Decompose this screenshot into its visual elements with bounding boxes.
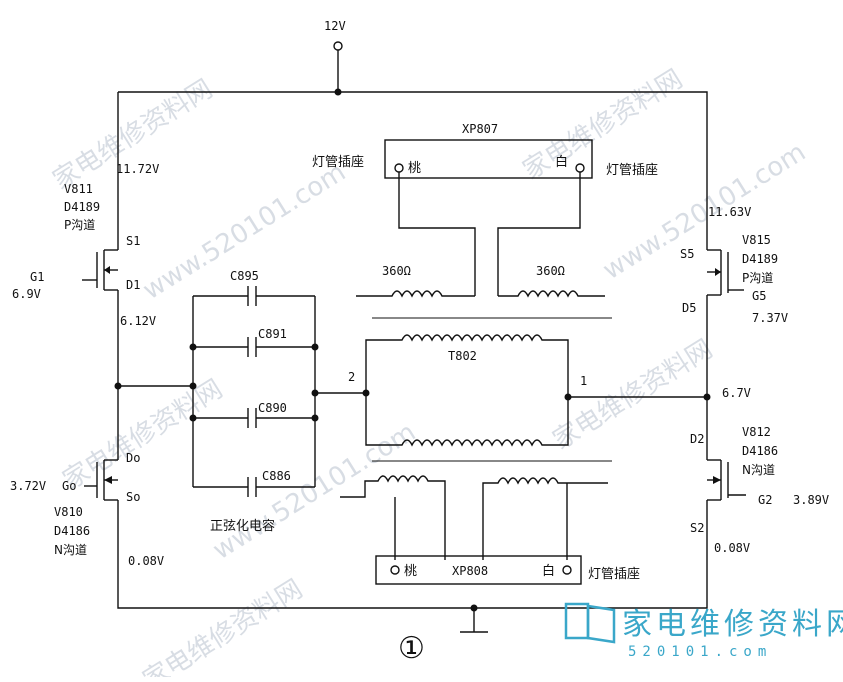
pin-label: S1 [126,234,140,248]
mosfet-v815 [707,249,744,296]
pin-label: S2 [690,521,704,535]
transformer-label: T802 [448,349,477,363]
part-number: D4186 [54,524,90,538]
resistance-label: 360Ω [382,264,411,278]
winding [498,290,605,298]
bottom-rail [117,500,708,609]
channel-type: P沟道 [64,218,95,232]
voltage-label: 7.37V [752,311,788,325]
capacitor-bank [189,286,319,497]
mosfet-v812 [707,459,746,501]
part-label: V810 [54,505,83,519]
figure-number: ① [398,631,425,666]
winding [356,290,475,298]
voltage-label: 11.72V [116,162,159,176]
logo-text: 家电维修资料网 [622,607,843,642]
terminal-label: 桃 [408,161,421,176]
winding [340,475,446,560]
connector-label: XP808 [452,564,488,578]
channel-type: P沟道 [742,271,773,285]
site-logo: 家电维修资料网 520101.com [564,602,843,660]
supply-terminal [333,41,343,51]
watermark-url: www.520101.com [138,157,351,306]
watermark-group: 家电维修资料网 www.520101.com 家电维修资料网 www.52010… [48,64,811,682]
caps-caption: 正弦化电容 [210,518,275,534]
connector-xp808 [375,555,582,585]
terminal-label: 白 [542,563,555,579]
pin-label: S5 [680,247,694,261]
voltage-label: 6.9V [12,287,41,301]
voltage-label: 0.08V [714,541,750,555]
transformer-t802 [365,317,612,462]
part-number: D4186 [742,444,778,458]
voltage-label: 6.7V [722,386,751,400]
voltage-label: 6.12V [120,314,156,328]
top-rail [118,91,708,250]
mosfet-v811 [82,249,118,291]
voltage-label: 11.63V [708,205,751,219]
voltage-label: 0.08V [128,554,164,568]
watermark-url: www.520101.com [598,137,811,286]
part-label: V815 [742,233,771,247]
pin-label: G5 [752,289,766,303]
connector-label: XP807 [462,122,498,136]
pin-label: D1 [126,278,140,292]
logo-url: 520101.com [628,644,772,660]
part-number: D4189 [742,252,778,266]
pin-label: So [126,490,140,504]
pin-label: Go [62,479,76,493]
part-label: V811 [64,182,93,196]
lamp-socket-label: 灯管插座 [606,163,658,178]
voltage-label: 3.89V [793,493,829,507]
winding [482,477,608,560]
pin-label: 2 [348,370,355,384]
channel-type: N沟道 [742,463,775,477]
pin-label: Do [126,451,140,465]
terminal-label: 白 [555,154,568,170]
part-label: V812 [742,425,771,439]
part-number: D4189 [64,200,100,214]
pin-label: G2 [758,493,772,507]
watermark-text: 家电维修资料网 [58,374,228,496]
lamp-socket-label: 灯管插座 [312,155,364,170]
channel-type: N沟道 [54,543,87,557]
capacitor-label: C891 [258,327,287,341]
connector-xp807 [384,139,593,179]
pin-label: D5 [682,301,696,315]
capacitor-label: C890 [258,401,287,415]
pin-label: 1 [580,374,587,388]
terminal-label: 桃 [404,564,417,579]
pin-label: G1 [30,270,44,284]
lamp-socket-label: 灯管插座 [588,567,640,582]
supply-label: 12V [324,19,346,33]
pin-label: D2 [690,432,704,446]
voltage-label: 3.72V [10,479,46,493]
capacitor-label: C886 [262,469,291,483]
watermark-text: 家电维修资料网 [138,574,308,677]
capacitor-label: C895 [230,269,259,283]
mosfet-v810 [84,459,118,501]
resistance-label: 360Ω [536,264,565,278]
watermark-text: 家电维修资料网 [518,64,688,186]
